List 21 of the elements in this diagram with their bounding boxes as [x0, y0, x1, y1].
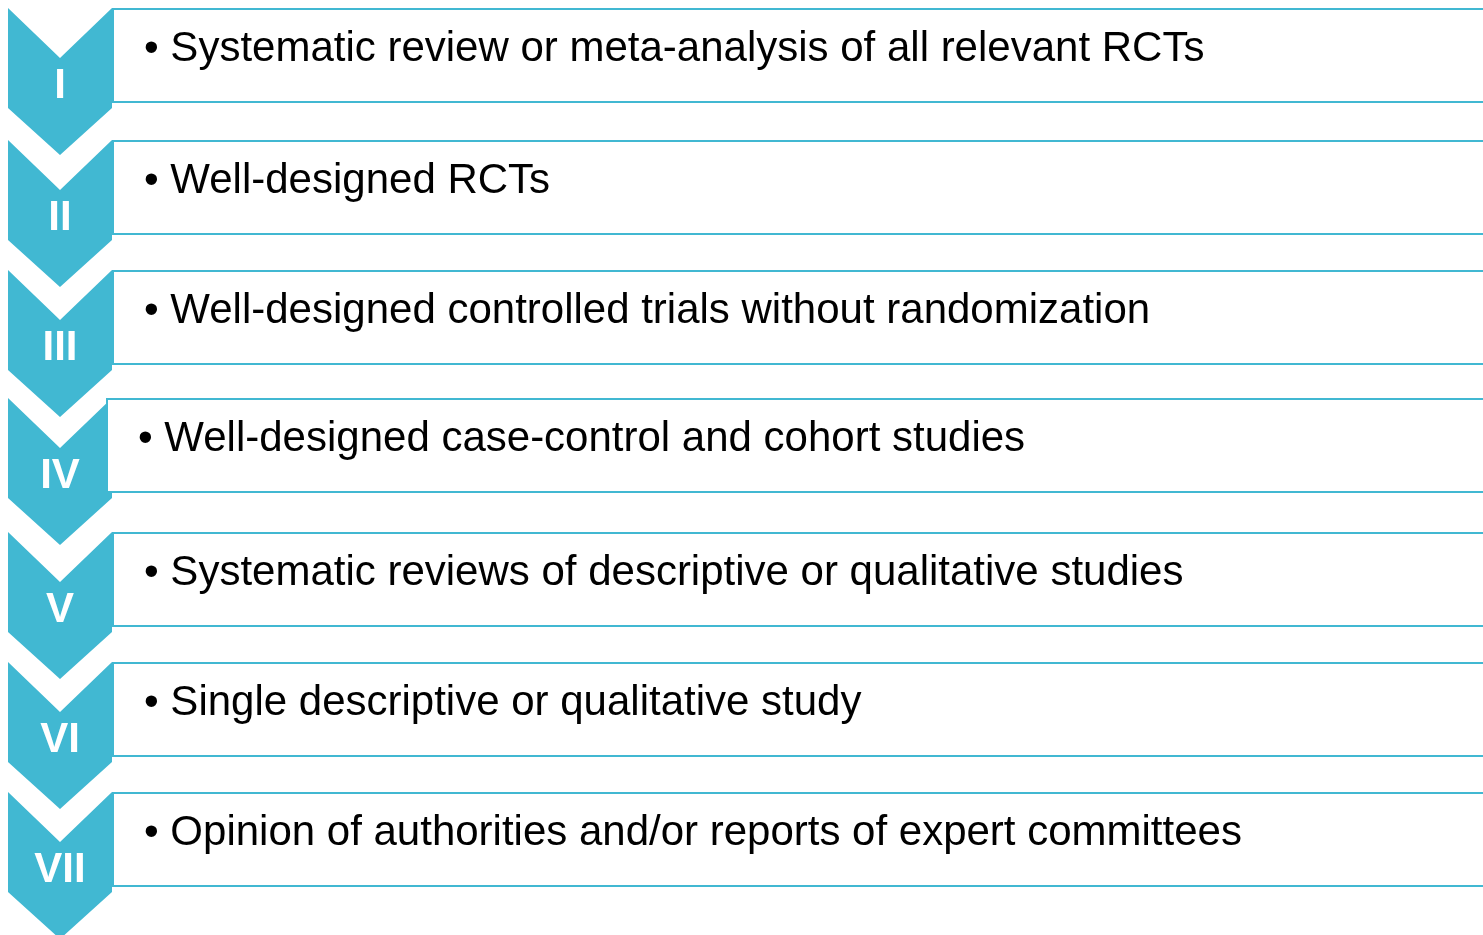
level-box [112, 140, 1483, 235]
level-box [112, 8, 1483, 103]
level-box [112, 662, 1483, 757]
evidence-description: • Well-designed controlled trials without randomization [144, 286, 1151, 333]
evidence-description: • Well-designed RCTs [144, 156, 551, 203]
level-numeral: VI [40, 717, 80, 759]
level-box [112, 532, 1483, 627]
evidence-description: • Systematic reviews of descriptive or qualitative studies [144, 548, 1184, 595]
level-numeral: II [48, 195, 72, 237]
level-numeral: III [42, 325, 78, 367]
level-numeral: V [46, 587, 74, 629]
evidence-description: • Single descriptive or qualitative study [144, 678, 862, 725]
evidence-description: • Opinion of authorities and/or reports of expert committees [144, 808, 1242, 855]
level-box [106, 398, 1483, 493]
level-box [112, 270, 1483, 365]
level-numeral: I [54, 63, 66, 105]
level-numeral: IV [40, 453, 80, 495]
level-numeral: VII [34, 847, 86, 889]
level-box [112, 792, 1483, 887]
evidence-description: • Well-designed case-control and cohort studies [138, 414, 1026, 461]
evidence-description: • Systematic review or meta-analysis of all relevant RCTs [144, 24, 1205, 71]
